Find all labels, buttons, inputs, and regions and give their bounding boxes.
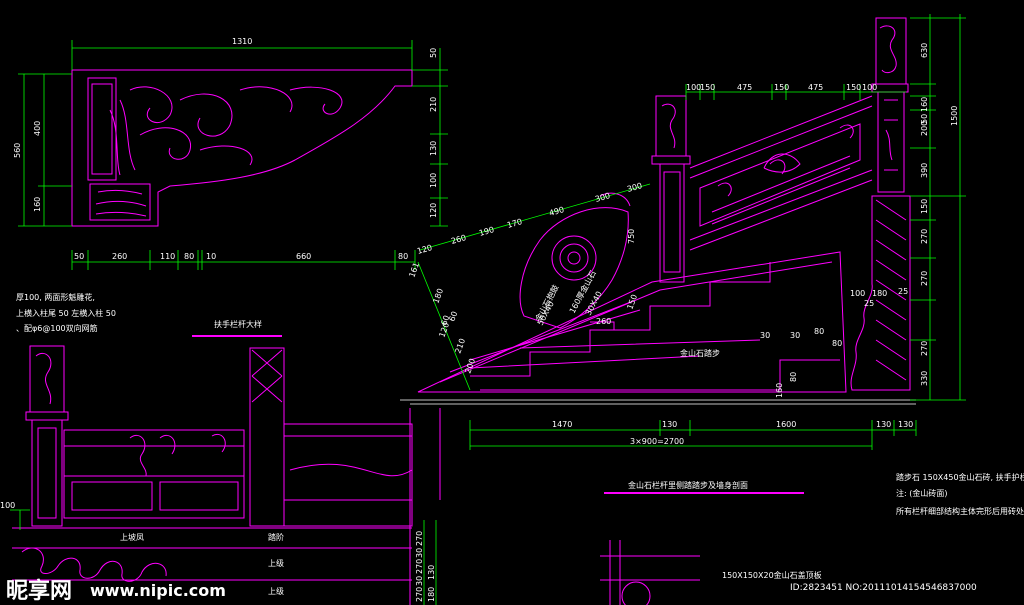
dim-bot-130c: 130: [898, 420, 913, 429]
dim-bottom-110: 110: [160, 252, 175, 261]
dim-in-25: 25: [864, 299, 874, 308]
image-id: ID:2823451 NO:20111014154546837000: [790, 583, 977, 593]
dim-bottom-260: 260: [112, 252, 127, 261]
note-right-1: 踏步石 150X450金山石砖, 扶手护栏口: [896, 472, 1024, 482]
dim-inc-260: 260: [450, 233, 467, 246]
section-title: 金山石栏杆里侧踏踏步及墙身剖面: [628, 480, 748, 490]
dim-right-210: 210: [429, 97, 438, 112]
dim-top-150: 150: [700, 83, 715, 92]
dim-bottom-10: 10: [206, 252, 216, 261]
dim-right-130: 130: [429, 141, 438, 156]
dim-right-630: 630: [920, 43, 929, 58]
dim-lower-270a: 270: [415, 531, 424, 546]
dim-top-150b: 150: [774, 83, 789, 92]
dim-inc-490: 490: [548, 205, 565, 218]
dim-bot-130b: 130: [876, 420, 891, 429]
notes-left: 厚100, 两面形魁雕花, 上横入柱尾 50 左横入柱 50 、配φ6@100双…: [16, 292, 282, 337]
dim-side-210: 210: [453, 337, 467, 354]
dim-inc-300: 300: [594, 191, 611, 204]
railing-elevation: 100 上坡凤 踏阶 上级 上级 270 30 270 30 270 130 1…: [0, 345, 437, 605]
dim-lower-30a: 30: [415, 548, 424, 558]
dim-right-50c: 50: [920, 114, 929, 124]
dim-left-560: 560: [13, 143, 22, 158]
dim-right-50: 50: [429, 48, 438, 58]
stair-section: 100 150 475 150 475 150 100 630 160 50 2…: [400, 14, 966, 605]
note-right-3: 所有栏杆细部结构主体完形后用砖处理: [896, 506, 1024, 516]
dim-right-270c: 270: [920, 341, 929, 356]
dim-side-161: 161: [407, 261, 421, 278]
dim-right-160: 160: [920, 97, 929, 112]
dim-right-120: 120: [429, 203, 438, 218]
dim-in-100: 100: [850, 289, 865, 298]
dim-top-150c: 150: [846, 83, 861, 92]
dim-bottom-660: 660: [296, 252, 311, 261]
dim-in-260: 260: [596, 317, 611, 326]
note-right-2: 注: (金山砖面): [896, 488, 947, 498]
label-mid-1: 上坡凤: [120, 532, 144, 542]
watermark: 昵享网 www.nipic.com: [6, 578, 226, 604]
dim-lower-270b: 270: [415, 559, 424, 574]
note-left-2: 上横入柱尾 50 左横入柱 50: [16, 308, 116, 318]
dim-side-180: 180: [431, 287, 445, 304]
dim-low-100: 100: [0, 501, 15, 510]
dim-side-750: 750: [627, 229, 636, 244]
watermark-brand: 昵享网: [6, 578, 72, 604]
dim-left-400: 400: [33, 121, 42, 136]
dim-lower-270c: 270: [415, 587, 424, 602]
dim-bottom-50: 50: [74, 252, 84, 261]
bottom-note: 150X150X20金山石盖顶板: [722, 570, 822, 580]
dim-right-1500: 1500: [950, 106, 959, 126]
dim-in-160: 160: [775, 383, 784, 398]
dim-in-80b: 80: [832, 339, 842, 348]
watermark-url: www.nipic.com: [90, 581, 226, 600]
dim-inc-120: 120: [416, 243, 433, 256]
dim-in-30: 30: [760, 331, 770, 340]
dim-inc-300b: 300: [626, 181, 643, 194]
dim-top-100: 100: [686, 83, 701, 92]
dim-inc-170: 170: [506, 217, 523, 230]
notes-right: 踏步石 150X450金山石砖, 扶手护栏口 注: (金山砖面) 所有栏杆细部结…: [896, 472, 1024, 516]
dim-top-475b: 475: [808, 83, 823, 92]
dim-in-80c: 80: [789, 372, 798, 382]
dim-right-150: 150: [920, 199, 929, 214]
dim-in-80: 80: [814, 327, 824, 336]
dim-lower-130: 130: [427, 565, 436, 580]
note-left-1: 厚100, 两面形魁雕花,: [16, 292, 95, 302]
dim-right-330: 330: [920, 371, 929, 386]
dim-side-60b: 60: [447, 310, 459, 323]
dim-right-200: 200: [920, 121, 929, 136]
dim-side-200: 200: [463, 357, 477, 374]
dim-lower-30b: 30: [415, 576, 424, 586]
dim-in-180: 180: [872, 289, 887, 298]
bracket-elevation: 1310 560 400 160 50 210 130 100 120 50 2…: [13, 37, 448, 270]
cap-detail: 150X150X20金山石盖顶板: [600, 540, 822, 605]
dim-top-475: 475: [737, 83, 752, 92]
dim-right-270a: 270: [920, 229, 929, 244]
pink-title: 扶手栏杆大样: [214, 319, 262, 329]
dim-bottom-80: 80: [184, 252, 194, 261]
dim-inc-190: 190: [478, 225, 495, 238]
label-step: 金山石踏步: [680, 348, 720, 358]
dim-right-270b: 270: [920, 271, 929, 286]
dim-bot-1470: 1470: [552, 420, 572, 429]
dim-bot-total: 3×900=2700: [630, 437, 684, 446]
dim-left-160: 160: [33, 197, 42, 212]
dim-top-100b: 100: [862, 83, 877, 92]
dim-in-30b: 30: [790, 331, 800, 340]
dim-right-100: 100: [429, 173, 438, 188]
label-low-2: 上级: [268, 586, 284, 596]
dim-bottom-80b: 80: [398, 252, 408, 261]
dim-right-390: 390: [920, 163, 929, 178]
dim-width: 1310: [232, 37, 252, 46]
dim-lower-180: 180: [427, 587, 436, 602]
dim-bot-1600: 1600: [776, 420, 796, 429]
dim-side-60: 60: [439, 314, 451, 327]
dim-side-150: 150: [625, 293, 639, 310]
label-mid-2: 踏阶: [268, 532, 284, 542]
dim-bot-130: 130: [662, 420, 677, 429]
dim-in-25b: 25: [898, 287, 908, 296]
label-low-1: 上级: [268, 558, 284, 568]
note-left-3: 、配φ6@100双向网筋: [16, 323, 98, 333]
